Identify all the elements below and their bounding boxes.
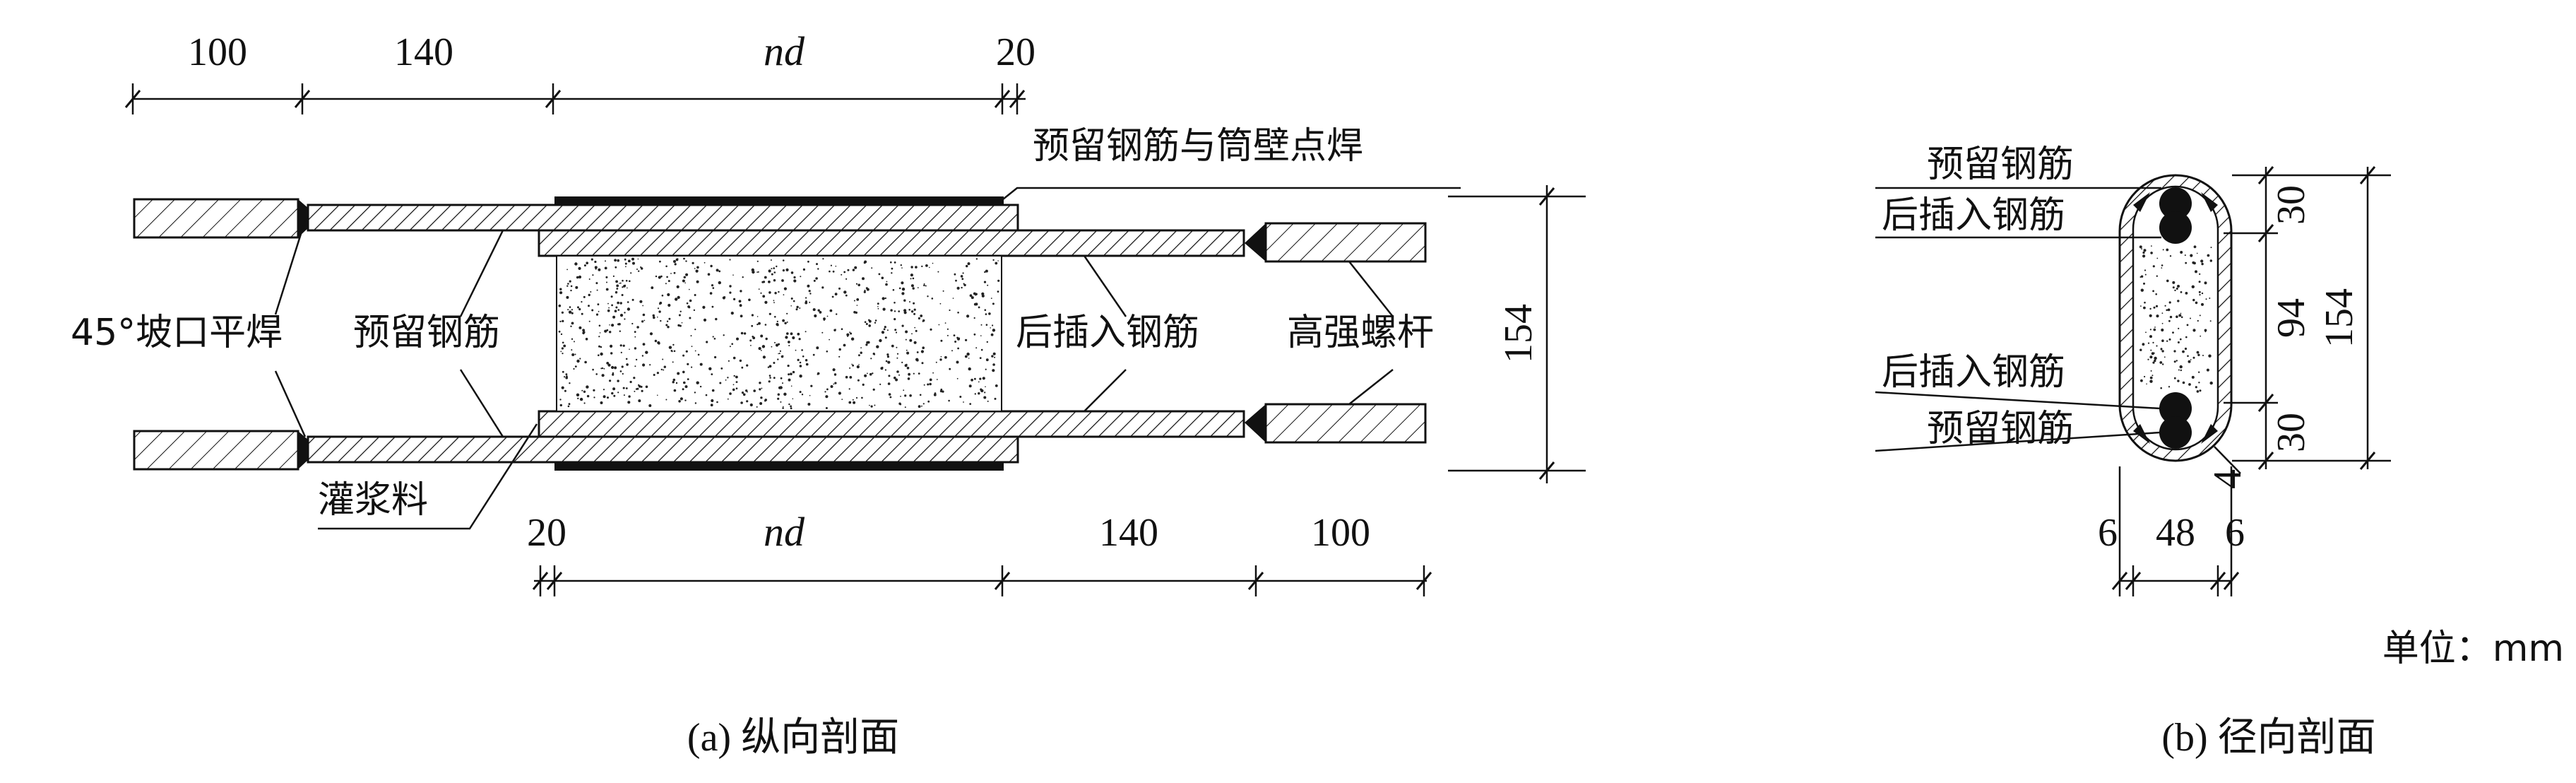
dim-top-140: 140 bbox=[394, 30, 453, 74]
bolt-left-upper bbox=[133, 198, 299, 239]
upper-bar-row bbox=[133, 198, 1427, 263]
dim-bottom-nd: nd bbox=[764, 509, 805, 555]
inserted-bar-top-section bbox=[2159, 211, 2192, 244]
longitudinal-section: 100 140 nd 20 bbox=[71, 28, 1586, 760]
dim-wall-4: 4 bbox=[2206, 469, 2250, 489]
bolt-right-lower bbox=[1264, 403, 1427, 444]
grout-section bbox=[2132, 185, 2219, 451]
dim-30-top: 30 bbox=[2269, 185, 2313, 225]
inserted-bar-lower bbox=[538, 410, 1245, 438]
radial-section: 预留钢筋 后插入钢筋 后插入钢筋 预留钢筋 30 94 30 154 4 bbox=[1875, 143, 2391, 760]
label-bevel-weld: 45°坡口平焊 bbox=[71, 312, 283, 354]
label-inserted-top: 后插入钢筋 bbox=[1882, 194, 2065, 237]
label-weld-spot: 预留钢筋与筒壁点焊 bbox=[1033, 125, 1363, 167]
dim-width-6-left: 6 bbox=[2098, 511, 2118, 555]
bolt-left-lower bbox=[133, 430, 299, 471]
label-bolt: 高强螺杆 bbox=[1287, 312, 1434, 354]
bevel-weld-right-lower bbox=[1245, 404, 1266, 442]
reserved-bar-upper bbox=[307, 204, 1019, 232]
caption-longitudinal: (a) 纵向剖面 bbox=[687, 716, 899, 760]
right-dimension: 154 bbox=[1448, 185, 1586, 483]
annotation-leaders: 预留钢筋与筒壁点焊 45°坡口平焊 预留钢筋 后插入钢筋 高强螺杆 灌浆料 bbox=[71, 125, 1461, 530]
label-reserved-top: 预留钢筋 bbox=[1927, 143, 2074, 186]
dim-94: 94 bbox=[2269, 298, 2313, 338]
dim-width-48: 48 bbox=[2156, 511, 2195, 555]
radial-width-dims: 6 48 6 bbox=[2098, 466, 2245, 596]
bottom-dimension-chain: 20 nd 140 100 bbox=[527, 509, 1432, 596]
dim-154-radial: 154 bbox=[2317, 288, 2361, 348]
label-reserved-bar: 预留钢筋 bbox=[353, 312, 500, 354]
radial-vertical-dims: 30 94 30 154 4 bbox=[2206, 166, 2391, 489]
grout-core bbox=[556, 255, 1002, 412]
bevel-weld-right-upper bbox=[1245, 223, 1266, 261]
lower-bar-row bbox=[133, 403, 1427, 471]
sleeve-wall-bottom bbox=[554, 463, 1004, 471]
reserved-bar-top-section bbox=[2159, 187, 2192, 220]
sleeve-wall-top bbox=[554, 196, 1004, 204]
grout-section-speckle bbox=[2139, 245, 2213, 393]
spot-weld-top-right bbox=[2201, 192, 2218, 212]
label-grout: 灌浆料 bbox=[318, 479, 428, 522]
reserved-bar-bottom-section bbox=[2159, 416, 2192, 449]
inserted-bar-bottom-section bbox=[2159, 392, 2192, 425]
dim-154: 154 bbox=[1497, 304, 1541, 363]
unit-label: 单位：mm bbox=[2382, 628, 2564, 670]
inserted-bar-upper bbox=[538, 229, 1245, 257]
reserved-bar-lower bbox=[307, 435, 1019, 464]
dim-bottom-20: 20 bbox=[527, 511, 566, 555]
dim-30-bottom: 30 bbox=[2269, 413, 2313, 452]
label-inserted-bar: 后插入钢筋 bbox=[1016, 312, 1199, 354]
bolt-right-upper bbox=[1264, 222, 1427, 263]
dim-width-6-right: 6 bbox=[2225, 511, 2245, 555]
dim-bottom-140: 140 bbox=[1099, 511, 1158, 555]
top-dimension-chain: 100 140 nd 20 bbox=[124, 28, 1035, 114]
label-reserved-bottom: 预留钢筋 bbox=[1927, 408, 2074, 450]
label-inserted-bottom: 后插入钢筋 bbox=[1882, 351, 2065, 394]
dim-top-20: 20 bbox=[996, 30, 1035, 74]
caption-radial: (b) 径向剖面 bbox=[2161, 716, 2375, 760]
spot-weld-bottom-right bbox=[2201, 424, 2218, 444]
dim-top-100: 100 bbox=[188, 30, 247, 74]
radial-leaders: 预留钢筋 后插入钢筋 后插入钢筋 预留钢筋 bbox=[1875, 143, 2161, 452]
spot-weld-top-left bbox=[2133, 192, 2150, 212]
dim-top-nd: nd bbox=[764, 28, 805, 74]
dim-bottom-100: 100 bbox=[1311, 511, 1370, 555]
grout-speckle bbox=[558, 257, 1000, 410]
